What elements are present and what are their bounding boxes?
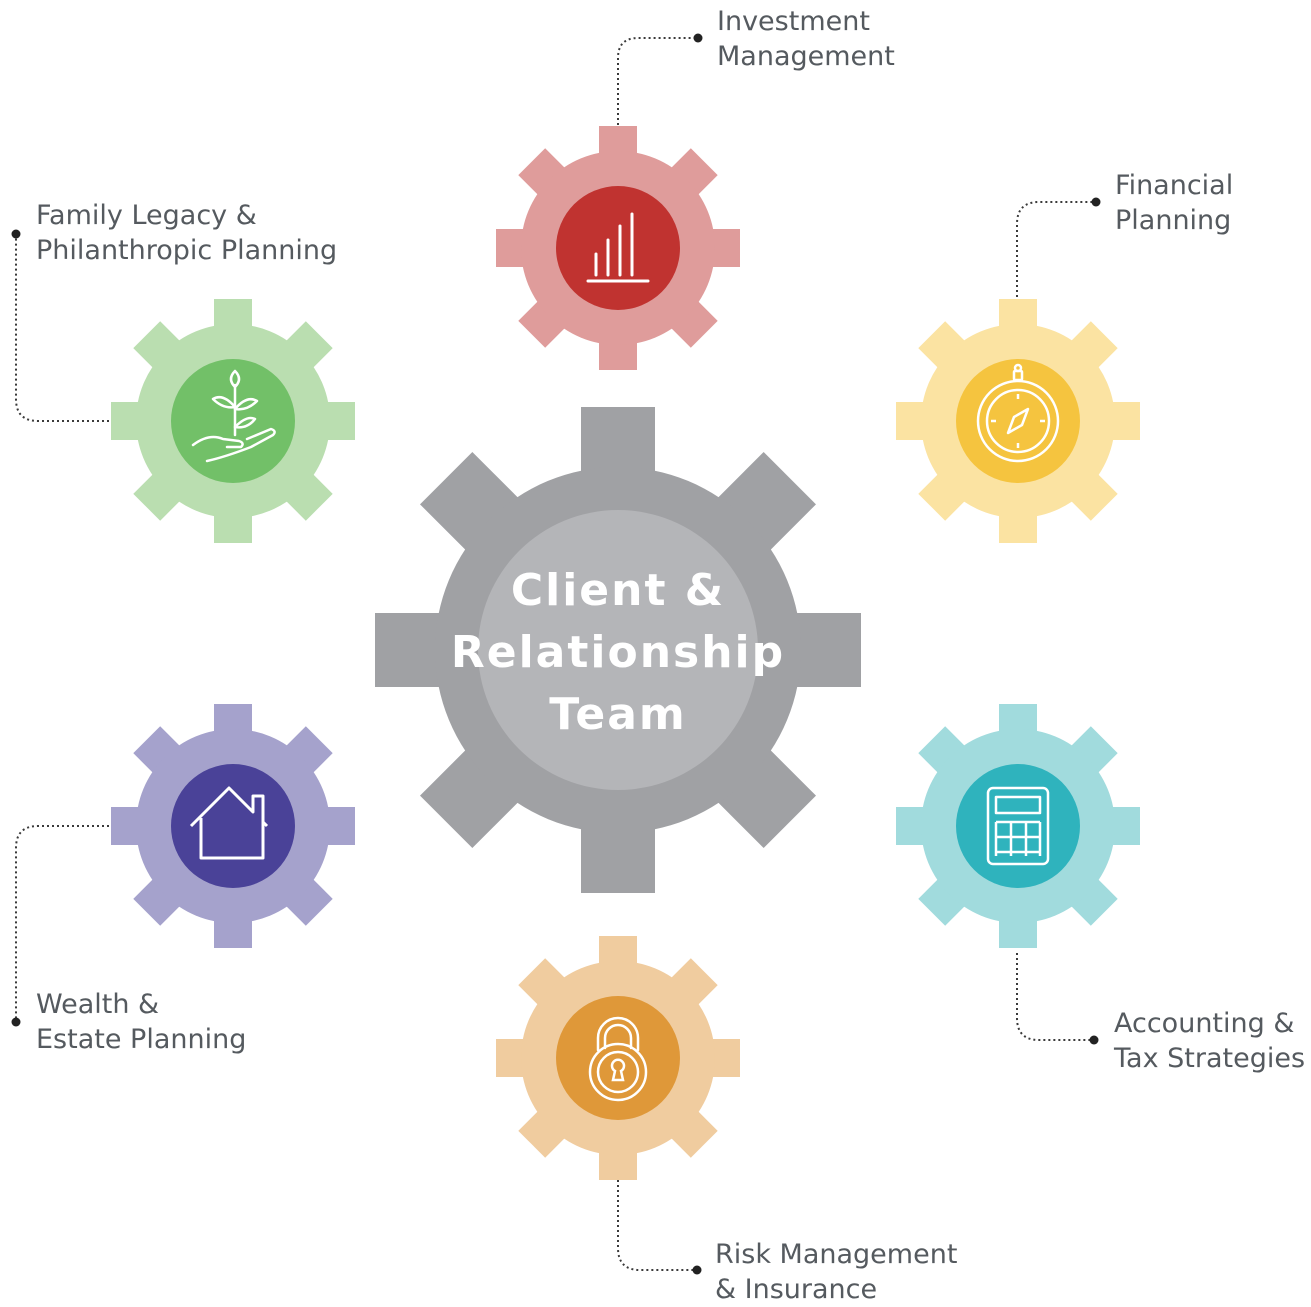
dot-family xyxy=(11,229,21,239)
gear-hub xyxy=(171,764,295,888)
gear-family xyxy=(111,299,355,543)
center-gear xyxy=(375,407,861,893)
gear-wealth xyxy=(111,704,355,948)
label-line2: Management xyxy=(717,41,895,72)
dot-accounting xyxy=(1089,1035,1099,1045)
gear-investment xyxy=(496,126,740,370)
label-wealth: Wealth & Estate Planning xyxy=(36,987,246,1057)
padlock-icon xyxy=(588,1016,648,1102)
gear-risk xyxy=(496,936,740,1180)
connector-dots xyxy=(11,33,1101,1275)
label-line2: Planning xyxy=(1115,205,1232,236)
label-line2: & Insurance xyxy=(715,1274,878,1305)
gear-financial xyxy=(896,299,1140,543)
label-risk: Risk Management & Insurance xyxy=(715,1237,957,1307)
label-line1: Family Legacy & xyxy=(36,200,257,231)
connectors xyxy=(15,37,1095,1271)
center-gear-hub xyxy=(478,510,758,790)
label-financial: Financial Planning xyxy=(1115,168,1233,238)
dot-investment xyxy=(693,33,703,43)
dot-wealth xyxy=(11,1017,21,1027)
label-line1: Risk Management xyxy=(715,1239,958,1270)
connector-investment xyxy=(617,37,697,125)
label-line2: Philanthropic Planning xyxy=(36,235,338,266)
connector-financial xyxy=(1016,201,1095,297)
calculator-icon xyxy=(986,786,1050,866)
center-title: Client & Relationship Team xyxy=(418,560,818,746)
label-family: Family Legacy & Philanthropic Planning xyxy=(36,198,337,268)
plant-in-hand-icon xyxy=(191,369,276,463)
gear-hub xyxy=(556,186,680,310)
connector-family xyxy=(15,234,109,422)
center-title-line1: Client & xyxy=(510,565,726,616)
connector-accounting xyxy=(1016,953,1093,1041)
dot-risk xyxy=(692,1265,702,1275)
house-icon xyxy=(189,786,269,860)
label-accounting: Accounting & Tax Strategies xyxy=(1114,1006,1305,1076)
label-line1: Investment xyxy=(717,6,870,37)
gear-hub xyxy=(956,764,1080,888)
label-line2: Tax Strategies xyxy=(1114,1043,1306,1074)
label-line1: Financial xyxy=(1115,170,1234,201)
label-line2: Estate Planning xyxy=(36,1024,247,1055)
gear-accounting xyxy=(896,704,1140,948)
gear-hub xyxy=(556,996,680,1120)
label-investment: Investment Management xyxy=(717,4,895,74)
compass-icon xyxy=(976,363,1060,463)
gear-hub xyxy=(171,359,295,483)
connector-risk xyxy=(617,1180,697,1271)
label-line1: Wealth & xyxy=(36,989,160,1020)
dot-financial xyxy=(1091,197,1101,207)
center-title-line2: Relationship xyxy=(450,627,786,678)
connector-wealth xyxy=(15,825,109,1022)
center-title-line3: Team xyxy=(549,689,687,740)
label-line1: Accounting & xyxy=(1114,1008,1295,1039)
gear-hub xyxy=(956,359,1080,483)
bar-chart-icon xyxy=(586,212,650,283)
